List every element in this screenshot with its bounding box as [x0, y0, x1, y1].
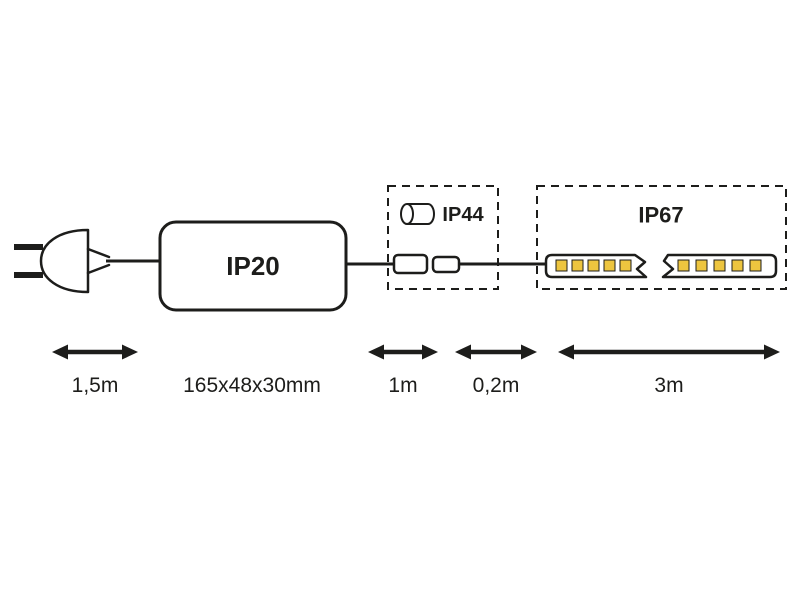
- driver-ip-label: IP20: [226, 251, 280, 281]
- led-chip: [749, 259, 762, 272]
- led-chip: [571, 259, 584, 272]
- connector-zone: IP44: [387, 185, 499, 290]
- led-chip: [587, 259, 600, 272]
- dimension-label-driver-size: 165x48x30mm: [183, 374, 321, 397]
- plug-body: [39, 228, 90, 294]
- dimension-label-connector: 0,2m: [473, 374, 520, 397]
- sleeve-cylinder-end-icon: [400, 203, 414, 225]
- sleeve-cylinder-icon: [407, 203, 435, 225]
- ip67-dashed-frame: [536, 185, 787, 290]
- dimension-label-cord: 1,5m: [72, 374, 119, 397]
- dimension-arrows: [52, 344, 780, 360]
- plug-prong-top: [14, 244, 43, 250]
- dimension-labels: 1,5m 165x48x30mm 1m 0,2m 3m: [72, 374, 684, 397]
- led-chip: [619, 259, 632, 272]
- dimension-label-lead: 1m: [388, 374, 417, 397]
- plug-neck: [86, 247, 111, 275]
- dimension-arrow-connector: [455, 344, 537, 360]
- driver-box: IP20: [158, 220, 348, 312]
- led-chip: [677, 259, 690, 272]
- dimension-arrow-strip: [558, 344, 780, 360]
- ip44-dashed-frame: [387, 185, 499, 290]
- strip-ip-label: IP67: [638, 203, 683, 228]
- led-chip: [695, 259, 708, 272]
- led-chip: [713, 259, 726, 272]
- led-strip-zone: IP67: [536, 185, 787, 290]
- led-chip: [555, 259, 568, 272]
- dimension-arrow-cord: [52, 344, 138, 360]
- plug-prong-bottom: [14, 272, 43, 278]
- dimension-label-strip: 3m: [654, 374, 683, 397]
- dimension-arrow-lead: [368, 344, 438, 360]
- connector-female: [431, 255, 461, 274]
- connector-male: [392, 253, 429, 275]
- driver-outline: [158, 220, 348, 312]
- led-chip: [731, 259, 744, 272]
- mains-plug-icon: [14, 228, 160, 294]
- connector-ip-label: IP44: [442, 204, 484, 226]
- led-chip: [603, 259, 616, 272]
